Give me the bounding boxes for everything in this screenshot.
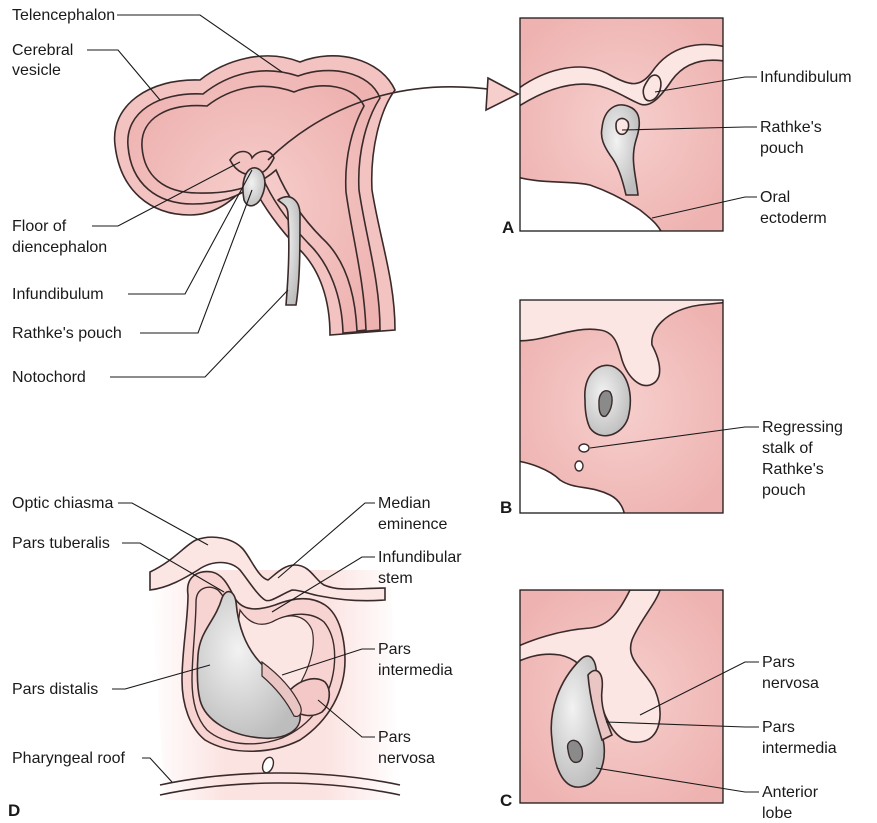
- label-floor-1: Floor of: [12, 218, 67, 235]
- label-b-regress-3: Rathke's: [762, 461, 824, 478]
- label-d-intermedia-1: Pars: [378, 641, 411, 658]
- label-d-intermedia-2: intermedia: [378, 662, 453, 679]
- label-rathke-main: Rathke's pouch: [12, 325, 122, 342]
- label-c-anterior-1: Anterior: [762, 784, 819, 801]
- embryo-head-section: [115, 56, 518, 335]
- label-c-intermedia-2: intermedia: [762, 740, 837, 757]
- label-d-stem-1: Infundibular: [378, 549, 462, 566]
- label-d-nervosa-2: nervosa: [378, 750, 435, 767]
- label-floor-2: diencephalon: [12, 239, 107, 256]
- label-c-intermedia-1: Pars: [762, 719, 795, 736]
- label-d-stem-2: stem: [378, 570, 413, 587]
- label-c-anterior-2: lobe: [762, 805, 792, 822]
- label-b-regress-2: stalk of: [762, 440, 813, 457]
- label-a-infundibulum: Infundibulum: [760, 69, 852, 86]
- panel-b: [510, 290, 730, 520]
- label-d-pharyngeal: Pharyngeal roof: [12, 750, 126, 767]
- label-cerebral-vesicle-2: vesicle: [12, 62, 61, 79]
- label-d-tuberalis: Pars tuberalis: [12, 535, 110, 552]
- label-d-median-2: eminence: [378, 516, 447, 533]
- panel-label-a: A: [502, 218, 514, 237]
- label-a-oral-2: ectoderm: [760, 210, 827, 227]
- label-c-nervosa-1: Pars: [762, 654, 795, 671]
- label-c-nervosa-2: nervosa: [762, 675, 819, 692]
- label-b-regress-4: pouch: [762, 482, 806, 499]
- label-a-rathke-1: Rathke's: [760, 119, 822, 136]
- leader-d-optic: [118, 503, 208, 545]
- label-telencephalon: Telencephalon: [12, 7, 115, 24]
- panel-a: [510, 18, 730, 240]
- label-b-regress-1: Regressing: [762, 419, 843, 436]
- panel-label-c: C: [500, 791, 512, 810]
- label-infundibulum-main: Infundibulum: [12, 286, 104, 303]
- label-cerebral-vesicle-1: Cerebral: [12, 42, 73, 59]
- label-a-rathke-2: pouch: [760, 140, 804, 157]
- label-d-nervosa-1: Pars: [378, 729, 411, 746]
- label-notochord: Notochord: [12, 369, 86, 386]
- panel-label-d: D: [8, 801, 20, 820]
- label-d-optic: Optic chiasma: [12, 495, 113, 512]
- label-d-distalis: Pars distalis: [12, 681, 98, 698]
- label-d-median-1: Median: [378, 495, 430, 512]
- panel-d: [150, 537, 400, 800]
- panel-label-b: B: [500, 498, 512, 517]
- label-a-oral-1: Oral: [760, 189, 790, 206]
- leader-notochord: [110, 290, 288, 377]
